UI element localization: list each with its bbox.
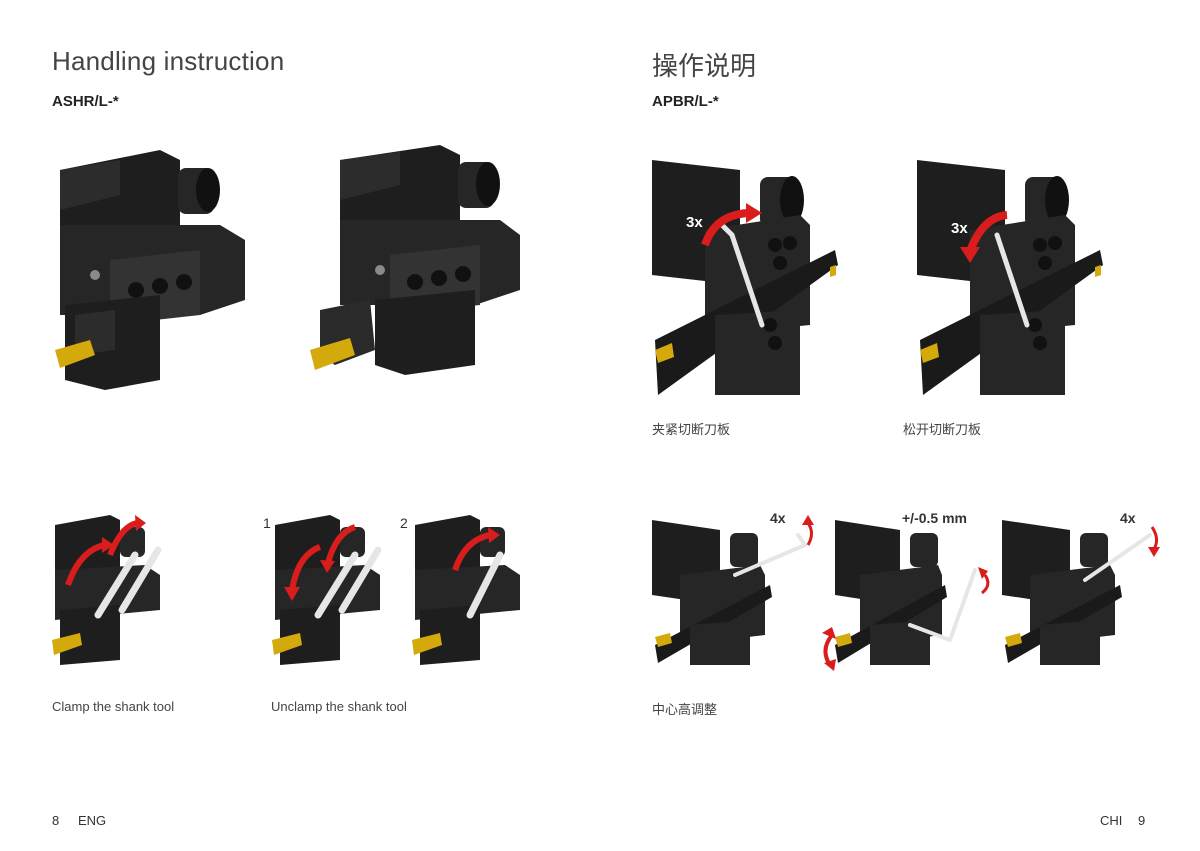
tool-image-unclamp-blade: 3x: [917, 160, 1103, 395]
step-number-2: 2: [400, 515, 408, 531]
footer-language-chi: CHI: [1100, 813, 1123, 828]
caption-unclamp-blade-chi: 松开切断刀板: [903, 423, 982, 438]
page-title-chi: 操作说明: [652, 52, 757, 82]
turns-4x-label-2: 4x: [1120, 510, 1136, 526]
tool-image-center-height-2: [822, 520, 990, 671]
footer-page-number-right: 9: [1138, 813, 1146, 828]
page-title-eng: Handling instruction: [52, 46, 285, 76]
turns-4x-label-1: 4x: [770, 510, 786, 526]
footer-page-number-left: 8: [52, 813, 60, 828]
caption-clamp-blade-chi: 夹紧切断刀板: [652, 423, 731, 438]
adjust-range-label: +/-0.5 mm: [902, 510, 967, 526]
turns-3x-unclamp-label: 3x: [951, 220, 968, 237]
tool-image-unclamp-step1: [272, 515, 382, 665]
model-code-ashr: ASHR/L-*: [52, 93, 119, 110]
step-number-1: 1: [263, 515, 271, 531]
caption-unclamp-shank-tool: Unclamp the shank tool: [271, 699, 407, 714]
tool-image-center-height-3: [1002, 520, 1160, 665]
tool-image-clamp-blade: 3x: [652, 160, 838, 395]
caption-clamp-shank-tool: Clamp the shank tool: [52, 699, 175, 714]
tool-image-center-height-1: [652, 515, 814, 665]
tool-image-unclamp-step2: [412, 515, 520, 665]
footer-language-eng: ENG: [78, 813, 107, 828]
caption-center-height-chi: 中心高调整: [652, 703, 718, 718]
turns-3x-clamp-label: 3x: [686, 214, 703, 231]
tool-holder-image-ashr-2: [310, 145, 520, 375]
model-code-apbr: APBR/L-*: [652, 93, 719, 110]
tool-image-clamp-shank: [52, 515, 162, 665]
tool-holder-image-ashr-1: [55, 150, 245, 390]
